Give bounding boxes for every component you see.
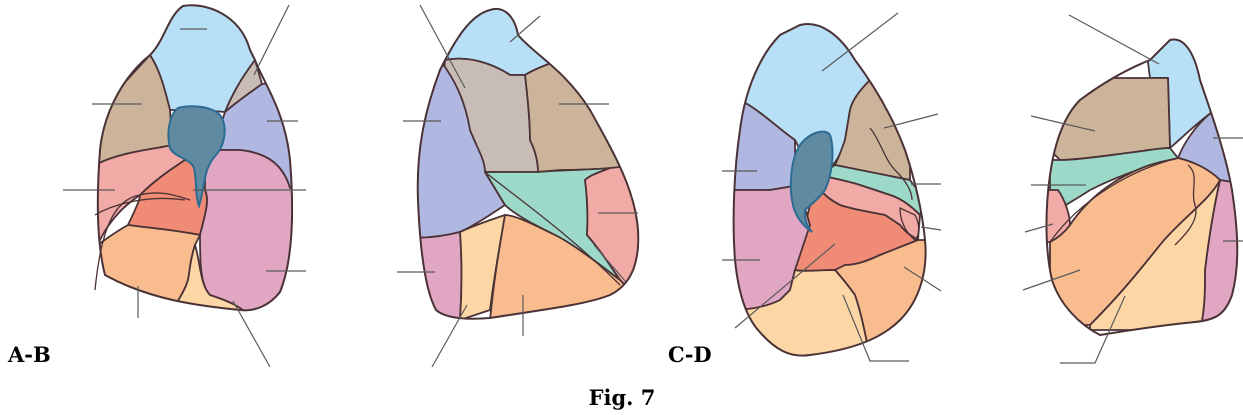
figure-caption: Fig. 7 [589,385,656,410]
lung-d-diagram [1023,0,1243,363]
lung-a-diagram [63,0,306,367]
lung-b-segment-tan [525,60,640,172]
lung-d-segment-tan [1050,78,1170,160]
panel-label-ab: A-B [7,342,51,367]
lung-b-segment-mauve [410,232,462,320]
panel-label-cd: C-D [668,342,712,367]
lung-c-diagram [722,0,941,361]
lung-b-diagram [397,0,640,367]
